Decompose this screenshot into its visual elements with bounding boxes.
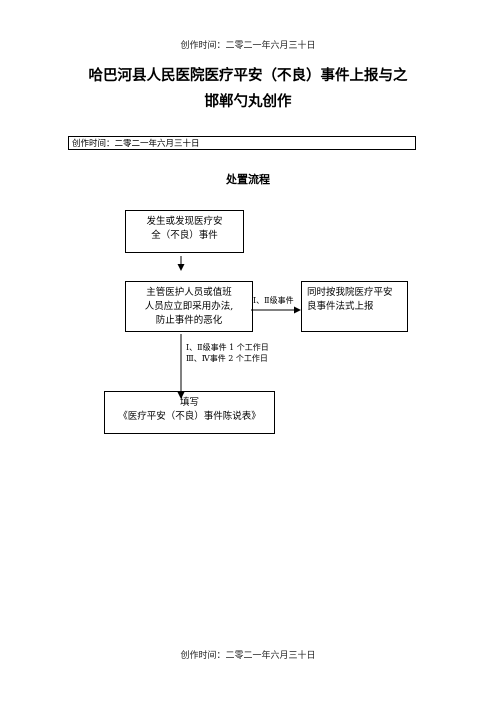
flow-box-fill-form: 填写 《医疗平安（不良）事件陈说表》 — [104, 391, 275, 434]
page-footer: 创作时间：二零二一年六月三十日 — [180, 651, 316, 661]
flow-box-take-measures: 主管医护人员或值班 人员应立即采用办法, 防止事件的恶化 — [125, 281, 253, 332]
document-title-line1: 哈巴河县人民医院医疗平安（不良）事件上报与之 — [88, 67, 408, 84]
document-title-line2: 邯郸勺丸创作 — [204, 93, 292, 110]
section-subtitle: 处置流程 — [226, 173, 270, 186]
page-header: 创作时间：二零二一年六月三十日 — [180, 41, 316, 51]
note-box: 创作时间：二零二一年六月三十日 — [68, 136, 416, 150]
flow-box-discover-event: 发生或发现医疗安 全（不良）事件 — [125, 210, 244, 253]
arrow-label-timing: Ⅰ、Ⅱ级事件 1 个工作日 Ⅲ、Ⅳ事件 2 个工作日 — [186, 343, 269, 363]
flow-box-report: 同时按我院医疗平安 良事件法式上报 — [301, 281, 408, 332]
arrow-label-level-1-2: Ⅰ、Ⅱ级事件 — [253, 296, 294, 305]
